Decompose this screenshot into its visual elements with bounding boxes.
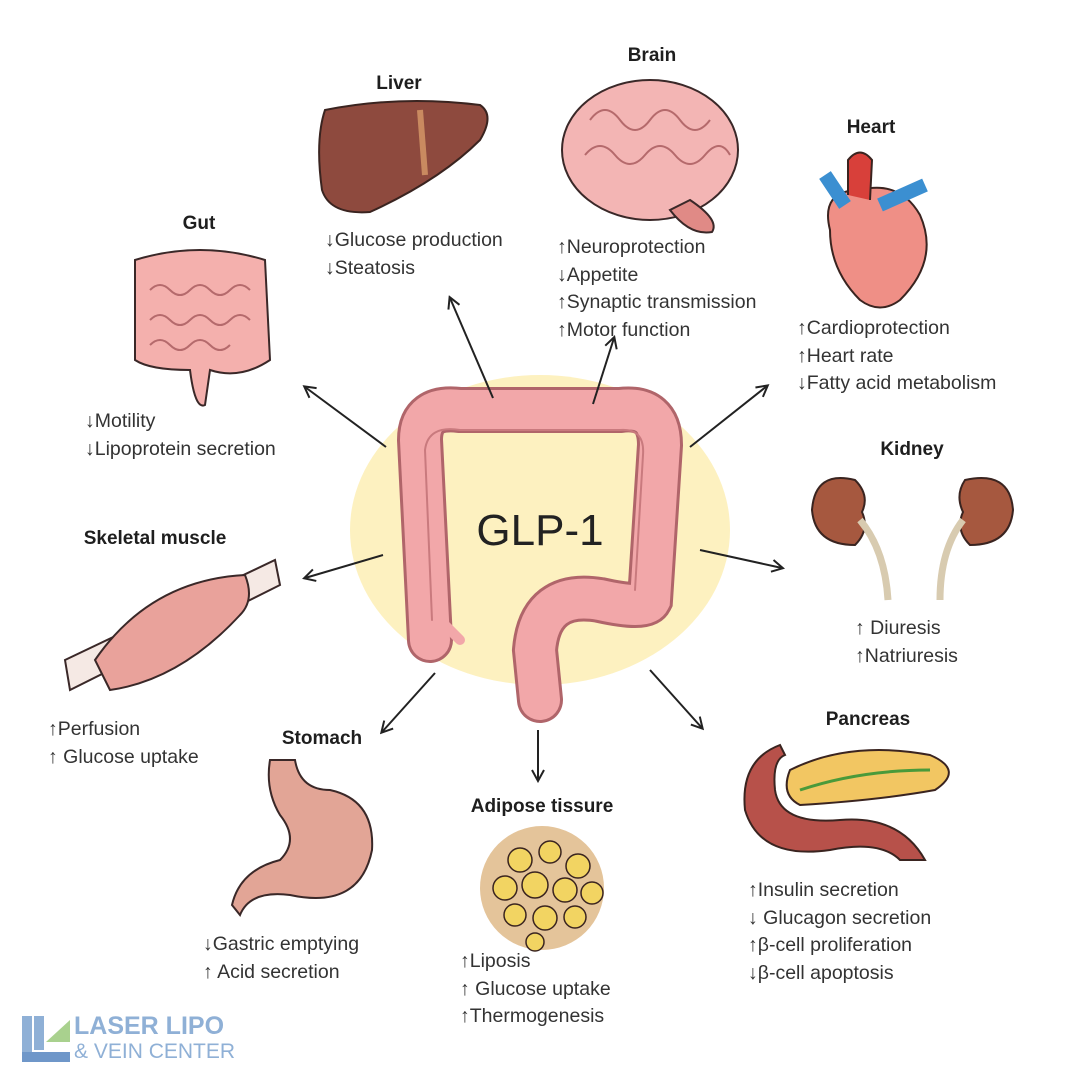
stomach-effects: ↓Gastric emptying ↑ Acid secretion (203, 931, 359, 986)
effect: ↑β-cell proliferation (748, 934, 913, 956)
stomach-title: Stomach (281, 728, 363, 749)
liver-icon (318, 100, 489, 214)
effect: ↑Insulin secretion (748, 879, 899, 901)
adipose-effects: ↑Liposis ↑ Glucose uptake ↑Thermogenesis (460, 948, 611, 1031)
stomach-icon (230, 759, 374, 917)
effect: ↓Steatosis (325, 256, 415, 279)
skeletal-muscle-icon (63, 558, 282, 692)
effect: ↓ Glucagon secretion (748, 906, 932, 929)
effect: ↑ Glucose uptake (48, 745, 199, 768)
arrow-stomach (382, 672, 436, 732)
effect: ↑Natriuresis (855, 644, 958, 667)
effect: ↑Motor function (557, 318, 691, 341)
brain-effects: ↑Neuroprotection ↓Appetite ↑Synaptic tra… (557, 234, 756, 344)
pancreas-title: Pancreas (825, 709, 911, 730)
brain-title: Brain (627, 45, 677, 66)
glp1-label: GLP-1 (476, 506, 604, 555)
effect: ↑ Diuresis (855, 617, 941, 639)
brain-icon (561, 79, 739, 234)
logo: LASER LIPO & VEIN CENTER (22, 1014, 242, 1066)
arrows (305, 298, 782, 780)
effect: ↓Gastric emptying (203, 933, 360, 955)
liver-title: Liver (376, 73, 422, 94)
kidney-icon (810, 477, 1015, 601)
effect: ↑Cardioprotection (797, 317, 950, 339)
arrow-kidney (699, 549, 782, 568)
gut-effects: ↓Motility ↓Lipoprotein secretion (85, 408, 276, 463)
effect: ↓Motility (85, 410, 156, 432)
skeletal-muscle-effects: ↑Perfusion ↑ Glucose uptake (48, 716, 199, 771)
effect: ↓β-cell apoptosis (748, 961, 894, 984)
skeletal-muscle-title: Skeletal muscle (83, 528, 227, 549)
arrow-liver (450, 298, 494, 399)
pancreas-icon (743, 743, 950, 861)
effect: ↓Lipoprotein secretion (85, 437, 276, 460)
kidney-effects: ↑ Diuresis ↑Natriuresis (855, 615, 958, 670)
effect: ↑Synaptic transmission (557, 291, 757, 313)
adipose-title: Adipose tissure (470, 796, 614, 817)
arrow-heart (689, 386, 767, 448)
liver-effects: ↓Glucose production ↓Steatosis (325, 227, 503, 282)
logo-mark-icon (22, 1016, 70, 1062)
heart-title: Heart (846, 117, 896, 138)
heart-icon (819, 151, 928, 309)
gut-title: Gut (182, 213, 216, 234)
effect: ↑Heart rate (797, 344, 894, 367)
effect: ↑Perfusion (48, 718, 141, 740)
effect: ↑ Glucose uptake (460, 977, 611, 1000)
effect: ↑ Acid secretion (203, 960, 340, 983)
effect: ↓Appetite (557, 263, 639, 286)
arrow-brain (592, 338, 614, 405)
effect: ↑Neuroprotection (557, 236, 706, 258)
effect: ↓Fatty acid metabolism (797, 372, 997, 394)
effect: ↓Glucose production (325, 229, 503, 251)
arrow-muscle (305, 554, 384, 578)
logo-line1: LASER LIPO (74, 1012, 225, 1040)
logo-line2: & VEIN CENTER (74, 1040, 236, 1063)
arrow-pancreas (649, 669, 702, 728)
arrow-gut (305, 387, 387, 448)
colon-icon (396, 386, 684, 723)
heart-effects: ↑Cardioprotection ↑Heart rate ↓Fatty aci… (797, 315, 996, 398)
gut-icon (134, 249, 272, 407)
kidney-title: Kidney (880, 439, 944, 460)
adipose-tissue-icon (480, 826, 604, 952)
effect: ↑Thermogenesis (460, 1005, 605, 1027)
effect: ↑Liposis (460, 950, 531, 972)
pancreas-effects: ↑Insulin secretion ↓ Glucagon secretion … (748, 877, 931, 987)
